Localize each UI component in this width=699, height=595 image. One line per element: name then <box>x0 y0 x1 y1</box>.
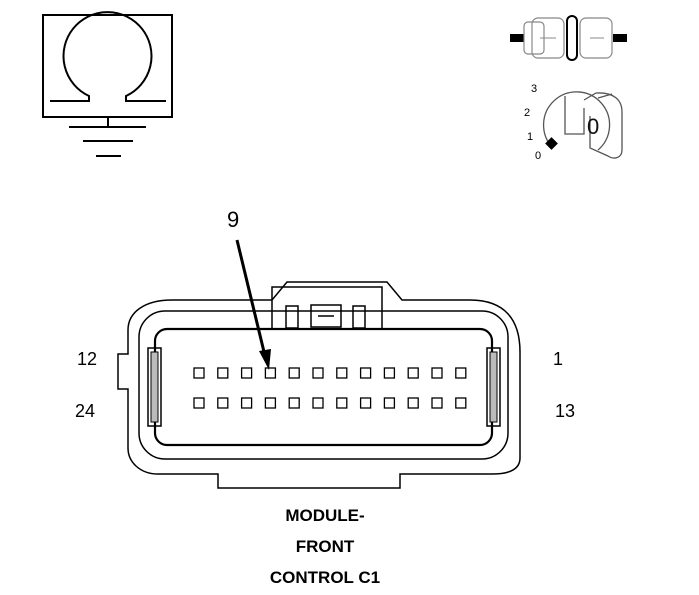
pin-cavity <box>359 397 372 409</box>
pin-cavity <box>240 397 253 409</box>
pin-cavity <box>336 397 348 409</box>
pin-cavity <box>312 367 324 379</box>
key-cylinder-mark: 0 <box>587 114 600 139</box>
key-position-2: 2 <box>524 107 531 119</box>
fuse-icon <box>510 15 627 61</box>
callout-arrow <box>235 239 271 370</box>
pin-cavity <box>431 367 443 379</box>
key-position-0: 0 <box>535 150 542 162</box>
pin-cavity <box>264 367 277 379</box>
pin-cavity <box>240 367 253 379</box>
pin-cavity <box>407 367 419 379</box>
pin-cavity <box>193 367 205 379</box>
pin-label-bottom-left: 24 <box>75 401 96 421</box>
pin-cavity <box>455 367 467 379</box>
pin-cavity <box>312 397 324 409</box>
pin-cavity <box>217 367 229 379</box>
pin-label-top-right: 1 <box>553 349 564 369</box>
pin-cavity <box>455 397 467 409</box>
pin-cavity <box>359 367 372 379</box>
ignition-key-icon <box>542 91 623 159</box>
pin-cavity <box>288 397 300 409</box>
key-position-1: 1 <box>527 131 534 143</box>
pin-cavity <box>336 367 348 379</box>
pin-cavity <box>431 397 443 409</box>
connector-title-line-3: CONTROL C1 <box>269 568 381 587</box>
connector-title-line-2: FRONT <box>295 537 355 556</box>
pin-cavity <box>383 367 396 379</box>
pin-label-bottom-right: 13 <box>555 401 576 421</box>
callout-label: 9 <box>227 207 240 232</box>
pin-cavities <box>193 367 467 409</box>
ground-ohm-symbol-icon <box>42 11 173 157</box>
connector-title-line-1: MODULE- <box>285 506 365 525</box>
pin-cavity <box>193 397 205 409</box>
pin-cavity <box>288 367 300 379</box>
left-latch <box>147 347 162 427</box>
right-latch <box>486 347 501 427</box>
key-position-3: 3 <box>531 83 538 95</box>
pin-cavity <box>217 397 229 409</box>
pin-cavity <box>264 397 277 409</box>
pin-label-top-left: 12 <box>77 349 98 369</box>
pin-cavity <box>407 397 419 409</box>
pin-cavity <box>383 397 396 409</box>
connector-housing <box>117 281 521 489</box>
